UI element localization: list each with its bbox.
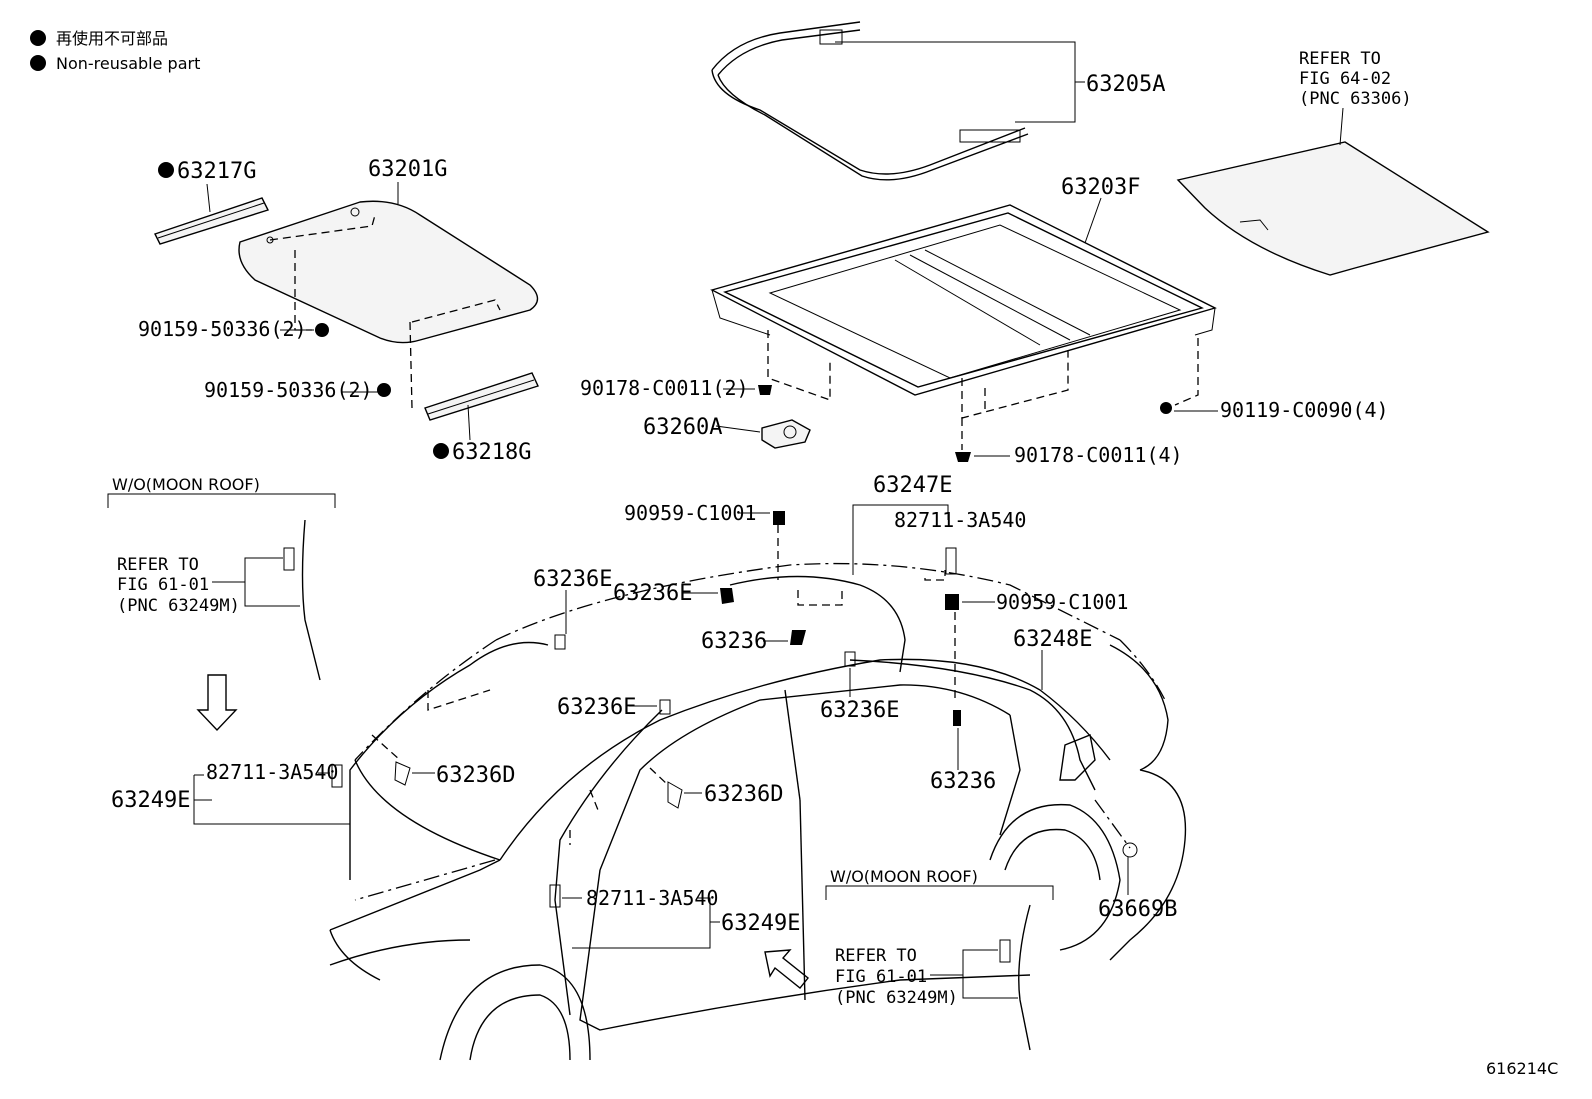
label-63249E-left: 63249E — [111, 788, 190, 813]
wo-moonroof-right — [825, 885, 1054, 999]
label-63248E: 63248E — [1013, 627, 1092, 652]
legend-english: Non-reusable part — [56, 54, 200, 73]
label-63236E-roof: 63236E — [613, 581, 692, 606]
wo-right-header: W/O(MOON ROOF) — [830, 867, 978, 886]
label-90178-four: 90178-C0011(4) — [1014, 443, 1183, 467]
label-82711-bottom: 82711-3A540 — [586, 886, 718, 910]
label-63669B: 63669B — [1098, 897, 1177, 922]
non-reusable-bullet-icon — [30, 55, 46, 71]
label-90159-lower: 90159-50336(2) — [204, 378, 373, 402]
drain-hoses — [301, 519, 1096, 1051]
wo-right-line2: FIG 61-01 — [835, 967, 927, 987]
label-63217G: 63217G — [177, 159, 256, 184]
weatherstrip-rear — [424, 372, 539, 421]
sunroof-rail — [711, 21, 1029, 181]
label-63201G: 63201G — [368, 157, 447, 182]
label-63236D-left: 63236D — [436, 763, 515, 788]
down-arrow-icon — [196, 674, 238, 732]
label-82711-left: 82711-3A540 — [206, 760, 338, 784]
screw-icon — [315, 323, 391, 397]
wo-left-line1: REFER TO — [117, 555, 199, 575]
label-90959-left: 90959-C1001 — [624, 501, 756, 525]
label-63236-rear: 63236 — [930, 769, 996, 794]
clip-icon — [283, 511, 1138, 963]
label-63236-roof: 63236 — [701, 629, 767, 654]
label-63236E-center: 63236E — [820, 698, 899, 723]
sunshade-panel — [1176, 141, 1490, 276]
label-63236E-top: 63236E — [533, 567, 612, 592]
label-63203F: 63203F — [1061, 175, 1140, 200]
label-63236D-right: 63236D — [704, 782, 783, 807]
refer-top-line2: FIG 64-02 — [1299, 69, 1391, 89]
weatherstrip-front — [154, 197, 269, 245]
label-82711-top: 82711-3A540 — [894, 508, 1026, 532]
non-reusable-bullet-icon — [30, 30, 46, 46]
label-90178-two: 90178-C0011(2) — [580, 376, 749, 400]
figure-id: 616214C — [1486, 1059, 1558, 1078]
refer-top-line1: REFER TO — [1299, 49, 1381, 69]
label-63249E-right: 63249E — [721, 911, 800, 936]
label-63218G: 63218G — [452, 440, 531, 465]
label-63205A: 63205A — [1086, 72, 1165, 97]
diagonal-arrow-icon — [764, 949, 809, 989]
wo-right-line1: REFER TO — [835, 946, 917, 966]
label-63236E-pillar: 63236E — [557, 695, 636, 720]
refer-top-line3: (PNC 63306) — [1299, 89, 1412, 109]
wo-left-line3: (PNC 63249M) — [117, 596, 240, 616]
label-90159-upper: 90159-50336(2) — [138, 317, 307, 341]
wo-moonroof-left — [107, 493, 336, 607]
non-reusable-bullet-icon — [158, 162, 174, 178]
nut-icon — [758, 385, 1172, 462]
wo-left-header: W/O(MOON ROOF) — [112, 475, 260, 494]
label-90119: 90119-C0090(4) — [1220, 398, 1389, 422]
label-90959-right: 90959-C1001 — [996, 590, 1128, 614]
legend-japanese: 再使用不可部品 — [56, 29, 168, 48]
label-63247E: 63247E — [873, 473, 952, 498]
wo-right-line3: (PNC 63249M) — [835, 988, 958, 1008]
glass-panel — [238, 200, 539, 409]
car-body — [329, 562, 1187, 1061]
sunroof-frame — [710, 204, 1217, 396]
non-reusable-bullet-icon — [433, 443, 449, 459]
wo-left-line2: FIG 61-01 — [117, 575, 209, 595]
legend: 再使用不可部品 Non-reusable part — [30, 29, 200, 73]
sunroof-motor — [761, 419, 811, 449]
label-63260A: 63260A — [643, 415, 722, 440]
